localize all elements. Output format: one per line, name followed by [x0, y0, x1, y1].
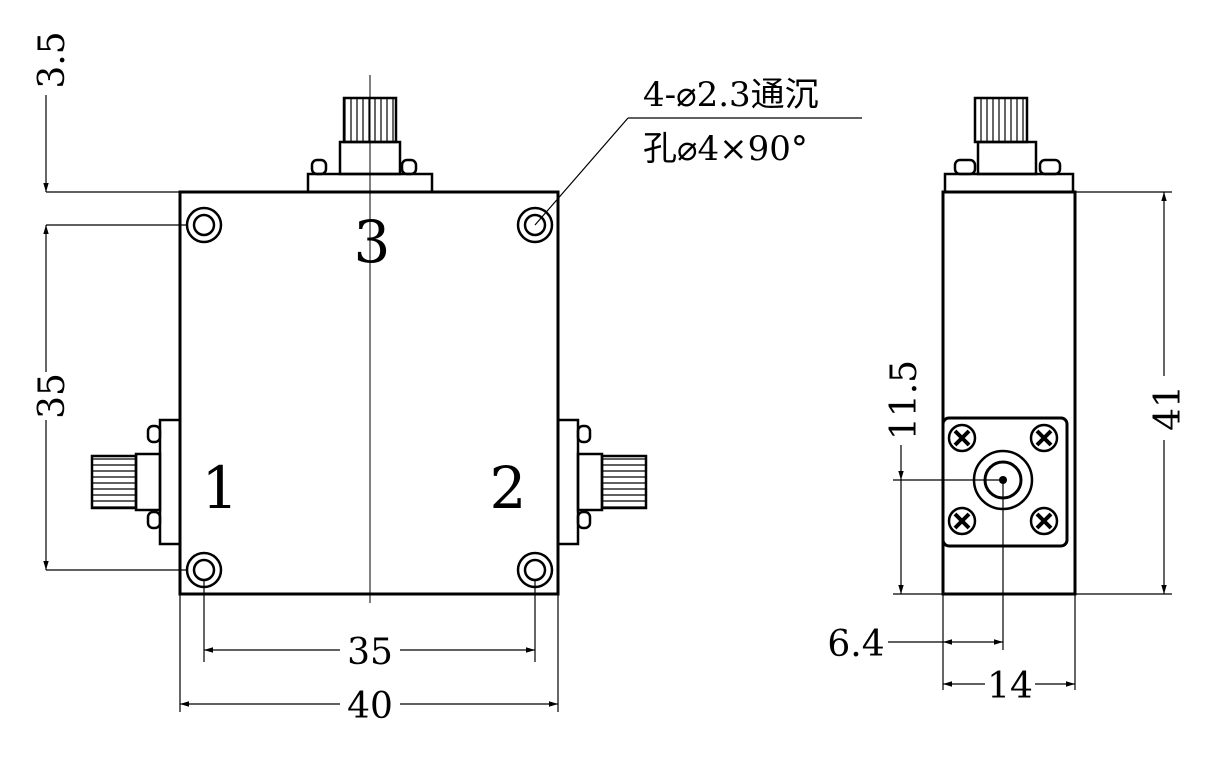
top-connector	[306, 96, 434, 194]
side-dimensions: 41 11.5 6.4 14	[827, 191, 1189, 707]
screw-icon	[947, 506, 977, 536]
hole-note-line1: 4-⌀2.3通沉	[643, 75, 819, 115]
dim-connector-height: 11.5	[884, 360, 925, 440]
dim-hole-spacing: 35	[347, 632, 393, 673]
left-connector	[90, 418, 182, 546]
bottom-dimensions: 35 40	[179, 580, 559, 727]
right-connector	[556, 418, 648, 546]
mounting-hole-top-right	[516, 206, 554, 244]
connector-flange	[941, 416, 1069, 548]
dim-width: 40	[347, 686, 393, 727]
front-view: 3 1 2 3.5 35 35 40	[32, 31, 862, 727]
dim-depth: 14	[987, 666, 1033, 707]
port-label-3: 3	[354, 208, 391, 276]
hole-callout: 4-⌀2.3通沉 孔⌀4×90°	[534, 75, 862, 226]
dim-connector-offset: 6.4	[827, 624, 884, 665]
screw-icon	[947, 423, 977, 453]
side-top-connector	[943, 96, 1075, 194]
port-label-1: 1	[202, 454, 239, 522]
hole-note-line2: 孔⌀4×90°	[643, 129, 808, 169]
screw-icon	[1029, 506, 1059, 536]
left-dimensions: 3.5 35	[32, 31, 188, 571]
dim-vertical-spacing: 35	[32, 373, 73, 419]
screw-icon	[1029, 423, 1059, 453]
mounting-hole-top-left	[185, 206, 223, 244]
side-view: 41 11.5 6.4 14	[827, 96, 1189, 707]
dim-top-offset: 3.5	[32, 31, 73, 88]
dim-height: 41	[1148, 385, 1189, 431]
port-label-2: 2	[490, 454, 527, 522]
